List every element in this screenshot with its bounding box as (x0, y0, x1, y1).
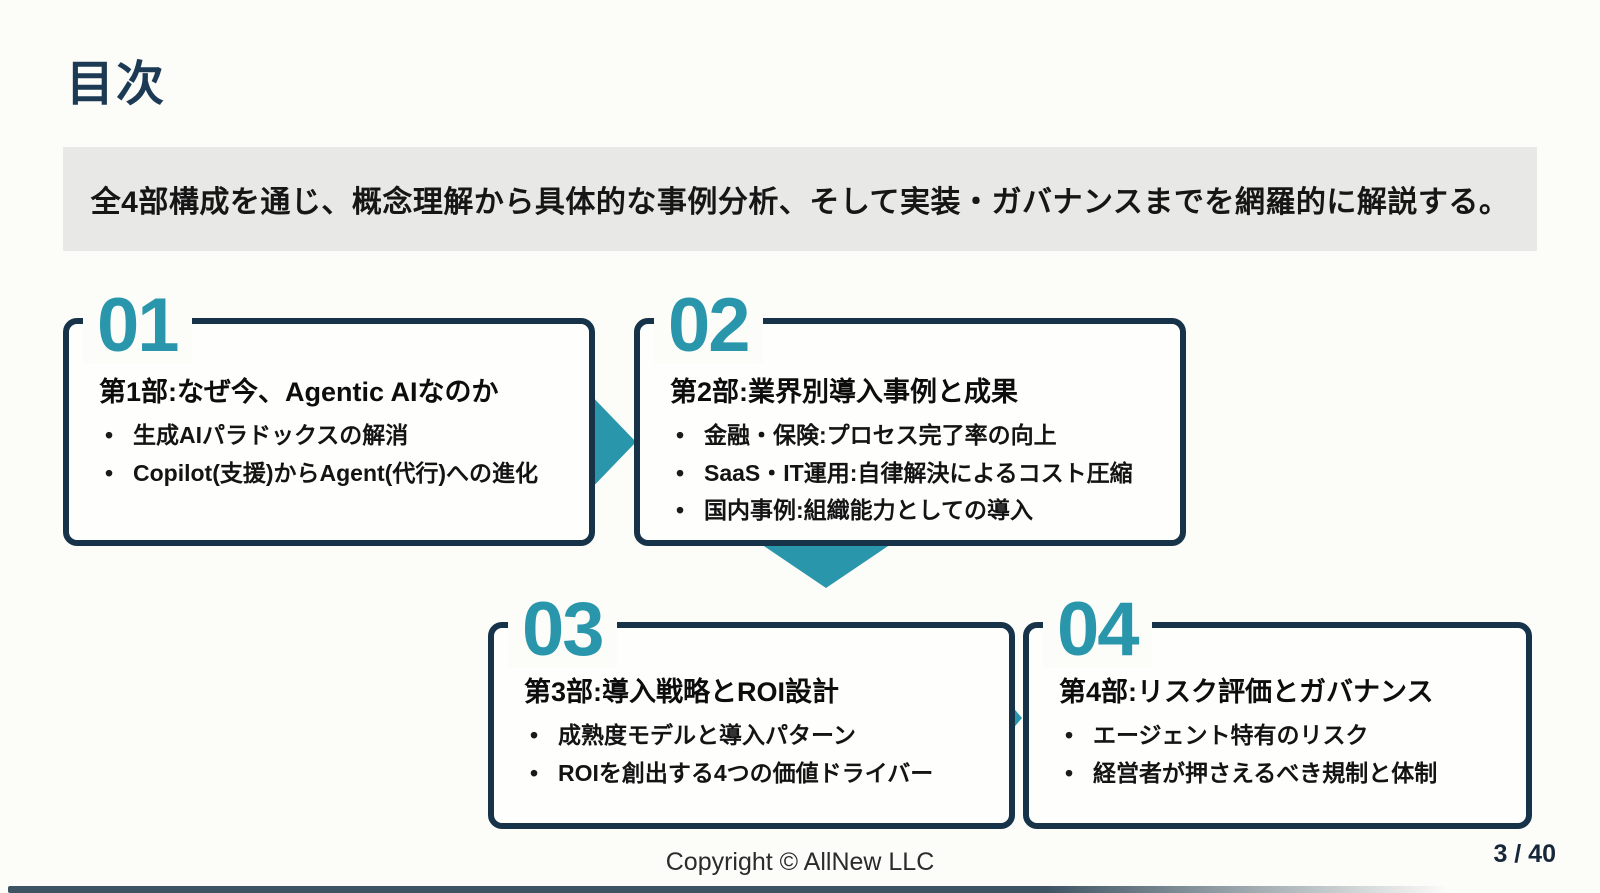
section-number-2: 02 (654, 288, 763, 364)
bullet-item: Copilot(支援)からAgent(代行)への進化 (99, 457, 569, 490)
bullet-text: 国内事例:組織能力としての導入 (704, 497, 1033, 524)
arrow-down-icon (752, 538, 900, 588)
section-title-2: 第2部:業界別導入事例と成果 (670, 377, 1019, 407)
section-bullets-3: 成熟度モデルと導入パターン ROIを創出する4つの価値ドライバー (494, 719, 1009, 789)
section-bullets-1: 生成AIパラドックスの解消 Copilot(支援)からAgent(代行)への進化 (69, 419, 589, 489)
bullet-text: 金融・保険:プロセス完了率の向上 (704, 422, 1057, 448)
copyright-text: Copyright © AllNew LLC (665, 848, 935, 876)
bullet-text: 生成AIパラドックスの解消 (133, 422, 409, 448)
summary-banner: 全4部構成を通じ、概念理解から具体的な事例分析、そして実装・ガバナンスまでを網羅… (63, 147, 1537, 251)
bullet-item: エージェント特有のリスク (1059, 719, 1506, 752)
section-title-1: 第1部:なぜ今、Agentic AIなのか (99, 377, 499, 407)
bullet-text: Copilot(支援)からAgent(代行)への進化 (133, 459, 538, 486)
bullet-text: エージェント特有のリスク (1093, 722, 1369, 748)
section-title-3: 第3部:導入戦略とROI設計 (524, 677, 840, 707)
page-title: 目次 (66, 58, 167, 111)
bullet-text: 経営者が押さえるべき規制と体制 (1093, 759, 1438, 786)
bullet-item: 経営者が押さえるべき規制と体制 (1059, 757, 1506, 790)
section-card-4: 04 第4部:リスク評価とガバナンス エージェント特有のリスク 経営者が押さえる… (1023, 592, 1532, 829)
section-number-4: 04 (1043, 592, 1152, 668)
bullet-item: 生成AIパラドックスの解消 (99, 419, 569, 452)
bullet-item: 成熟度モデルと導入パターン (524, 719, 989, 752)
section-card-1: 01 第1部:なぜ今、Agentic AIなのか 生成AIパラドックスの解消 C… (63, 288, 595, 546)
section-card-3: 03 第3部:導入戦略とROI設計 成熟度モデルと導入パターン ROIを創出する… (488, 592, 1015, 829)
section-number-3: 03 (508, 592, 617, 668)
section-card-2: 02 第2部:業界別導入事例と成果 金融・保険:プロセス完了率の向上 SaaS・… (634, 288, 1186, 546)
bullet-item: ROIを創出する4つの価値ドライバー (524, 757, 989, 790)
section-title-4: 第4部:リスク評価とガバナンス (1059, 677, 1434, 707)
bullet-text: ROIを創出する4つの価値ドライバー (558, 759, 934, 786)
section-bullets-2: 金融・保険:プロセス完了率の向上 SaaS・IT運用:自律解決によるコスト圧縮 … (640, 419, 1180, 527)
bullet-item: 金融・保険:プロセス完了率の向上 (670, 419, 1160, 452)
bullet-item: 国内事例:組織能力としての導入 (670, 494, 1160, 527)
bullet-text: SaaS・IT運用:自律解決によるコスト圧縮 (704, 459, 1133, 486)
bottom-edge-bar (8, 886, 1448, 893)
page-number: 3 / 40 (1493, 840, 1556, 868)
summary-banner-text: 全4部構成を通じ、概念理解から具体的な事例分析、そして実装・ガバナンスまでを網羅… (90, 186, 1510, 219)
bullet-item: SaaS・IT運用:自律解決によるコスト圧縮 (670, 457, 1160, 490)
section-number-1: 01 (83, 288, 192, 364)
section-bullets-4: エージェント特有のリスク 経営者が押さえるべき規制と体制 (1029, 719, 1526, 789)
bullet-text: 成熟度モデルと導入パターン (558, 722, 856, 748)
